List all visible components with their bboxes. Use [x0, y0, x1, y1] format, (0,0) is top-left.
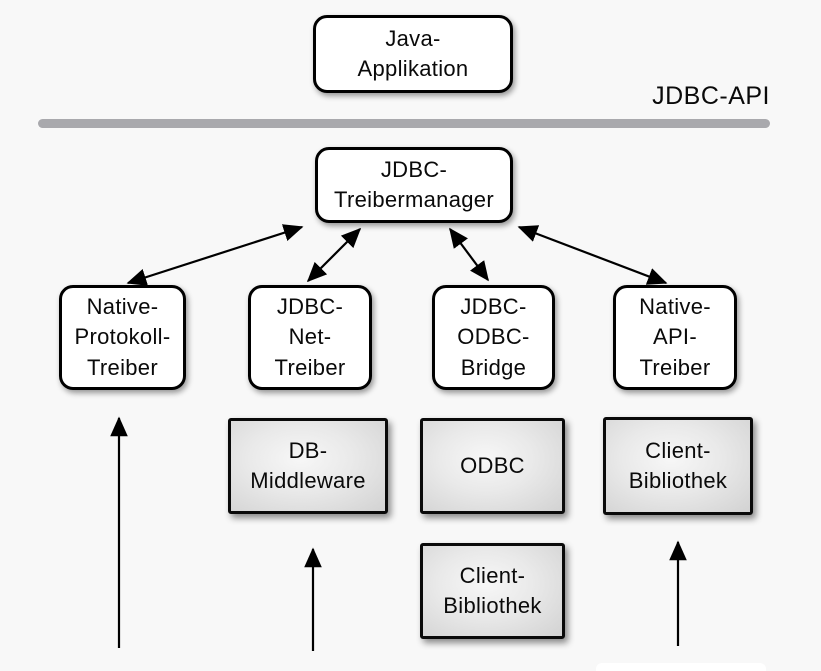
node-label: DB- Middleware: [250, 437, 366, 493]
node-label: Client- Bibliothek: [443, 562, 542, 618]
node-label: JDBC- Net- Treiber: [274, 293, 346, 380]
node-label: Native- Protokoll- Treiber: [74, 293, 171, 380]
partial-box-bottom-right: [596, 663, 766, 671]
node-label: Native- API- Treiber: [639, 293, 711, 380]
node-jdbc-treibermanager: JDBC- Treibermanager: [315, 147, 513, 223]
jdbc-api-label: JDBC-API: [652, 82, 770, 110]
node-jdbc-net-treiber: JDBC- Net- Treiber: [248, 285, 372, 390]
arrow-manager-to-native-api: [517, 225, 668, 285]
node-label: JDBC- Treibermanager: [334, 156, 494, 212]
node-client-bibliothek-right: Client- Bibliothek: [603, 417, 753, 515]
node-label: Client- Bibliothek: [628, 437, 728, 493]
node-label: ODBC: [460, 452, 525, 478]
arrow-manager-to-jdbc-odbc: [449, 227, 489, 282]
node-odbc: ODBC: [420, 418, 565, 514]
node-java-applikation: Java- Applikation: [313, 15, 513, 93]
arrow-manager-to-jdbc-net: [306, 227, 362, 283]
node-label: Java- Applikation: [357, 25, 469, 81]
node-client-bibliothek-bottom: Client- Bibliothek: [420, 543, 565, 639]
node-jdbc-odbc-bridge: JDBC- ODBC- Bridge: [432, 285, 555, 390]
jdbc-api-divider-line: [38, 119, 770, 128]
node-native-api-treiber: Native- API- Treiber: [613, 285, 737, 390]
node-db-middleware: DB- Middleware: [228, 418, 388, 514]
node-label: JDBC- ODBC- Bridge: [457, 293, 530, 380]
node-native-protokoll-treiber: Native- Protokoll- Treiber: [59, 285, 186, 390]
arrow-manager-to-native-protokoll: [126, 224, 304, 286]
